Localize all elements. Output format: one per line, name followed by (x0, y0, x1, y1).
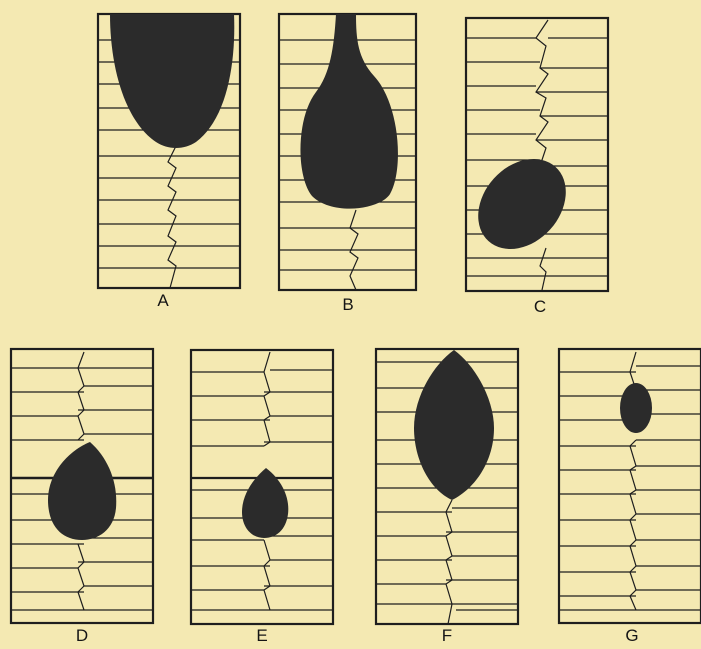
panel-c-cells (466, 18, 608, 291)
panel-f: F (376, 349, 518, 645)
panel-d-label: D (76, 626, 88, 645)
panel-a: A (98, 14, 240, 310)
panel-a-blot (110, 14, 234, 148)
panel-b-blot (300, 14, 397, 209)
panel-b: B (279, 14, 416, 314)
panel-e-label: E (256, 626, 267, 645)
panel-c-label: C (534, 297, 546, 316)
panel-b-label: B (342, 295, 353, 314)
panel-d: D (11, 349, 153, 645)
panel-f-blot (414, 350, 494, 500)
panel-a-label: A (157, 291, 169, 310)
panel-f-label: F (442, 626, 452, 645)
panel-g-blot (620, 383, 652, 433)
panel-e: E (191, 350, 333, 645)
panel-g: G (559, 349, 701, 645)
panel-d-blot (48, 442, 116, 540)
panel-c: C (460, 18, 608, 316)
panel-g-label: G (625, 626, 638, 645)
